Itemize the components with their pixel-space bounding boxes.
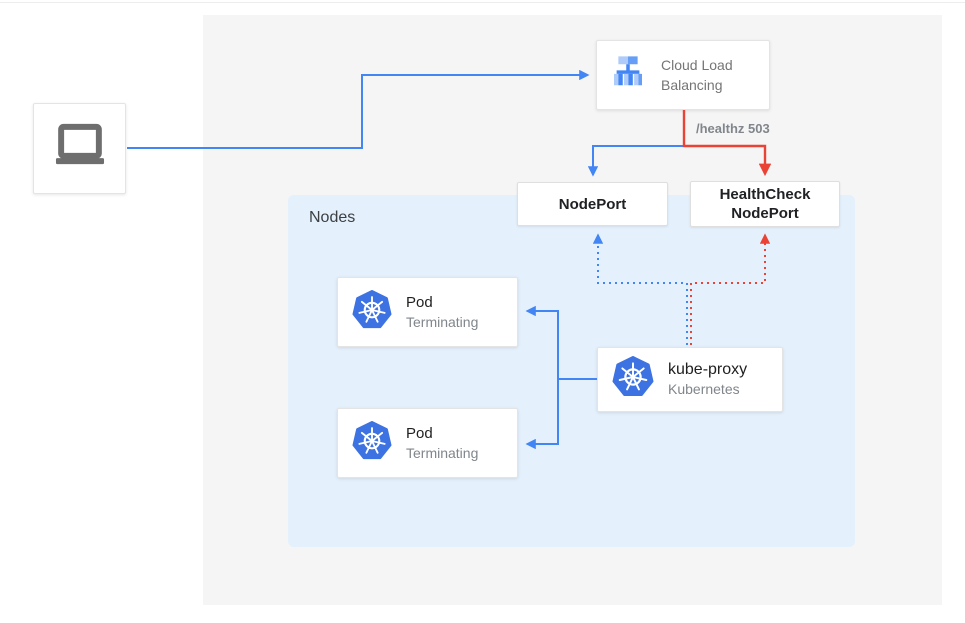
kube-proxy-node: kube-proxy Kubernetes [597,347,783,412]
client-node [33,103,126,194]
healthcheck-nodeport-node: HealthCheck NodePort [690,181,840,227]
kubernetes-helm-icon [612,356,654,403]
kubernetes-helm-icon [352,420,392,466]
pod-status: Terminating [406,444,479,461]
healthcheck-nodeport-label-line1: HealthCheck [719,186,811,203]
pod-status: Terminating [406,313,479,330]
nodeport-node: NodePort [517,182,668,226]
cloud-load-balancing-label: Cloud Load Balancing [661,57,733,93]
pod-title: Pod [406,293,433,311]
page-top-divider [0,2,965,3]
cloud-load-balancer-icon [607,52,649,99]
pod-node-1: Pod Terminating [337,277,518,347]
laptop-icon [49,115,111,182]
pod-node-2: Pod Terminating [337,408,518,478]
nodes-group-label: Nodes [309,209,356,226]
kube-proxy-title: kube-proxy [668,361,748,378]
pod-title: Pod [406,424,433,442]
healthz-status-label: /healthz 503 [696,121,770,136]
kubernetes-helm-icon [352,289,392,335]
kube-proxy-subtitle: Kubernetes [668,381,740,397]
cloud-load-balancing-node: Cloud Load Balancing [596,40,770,110]
healthcheck-nodeport-label-line2: NodePort [731,205,799,222]
nodeport-label: NodePort [558,195,627,213]
